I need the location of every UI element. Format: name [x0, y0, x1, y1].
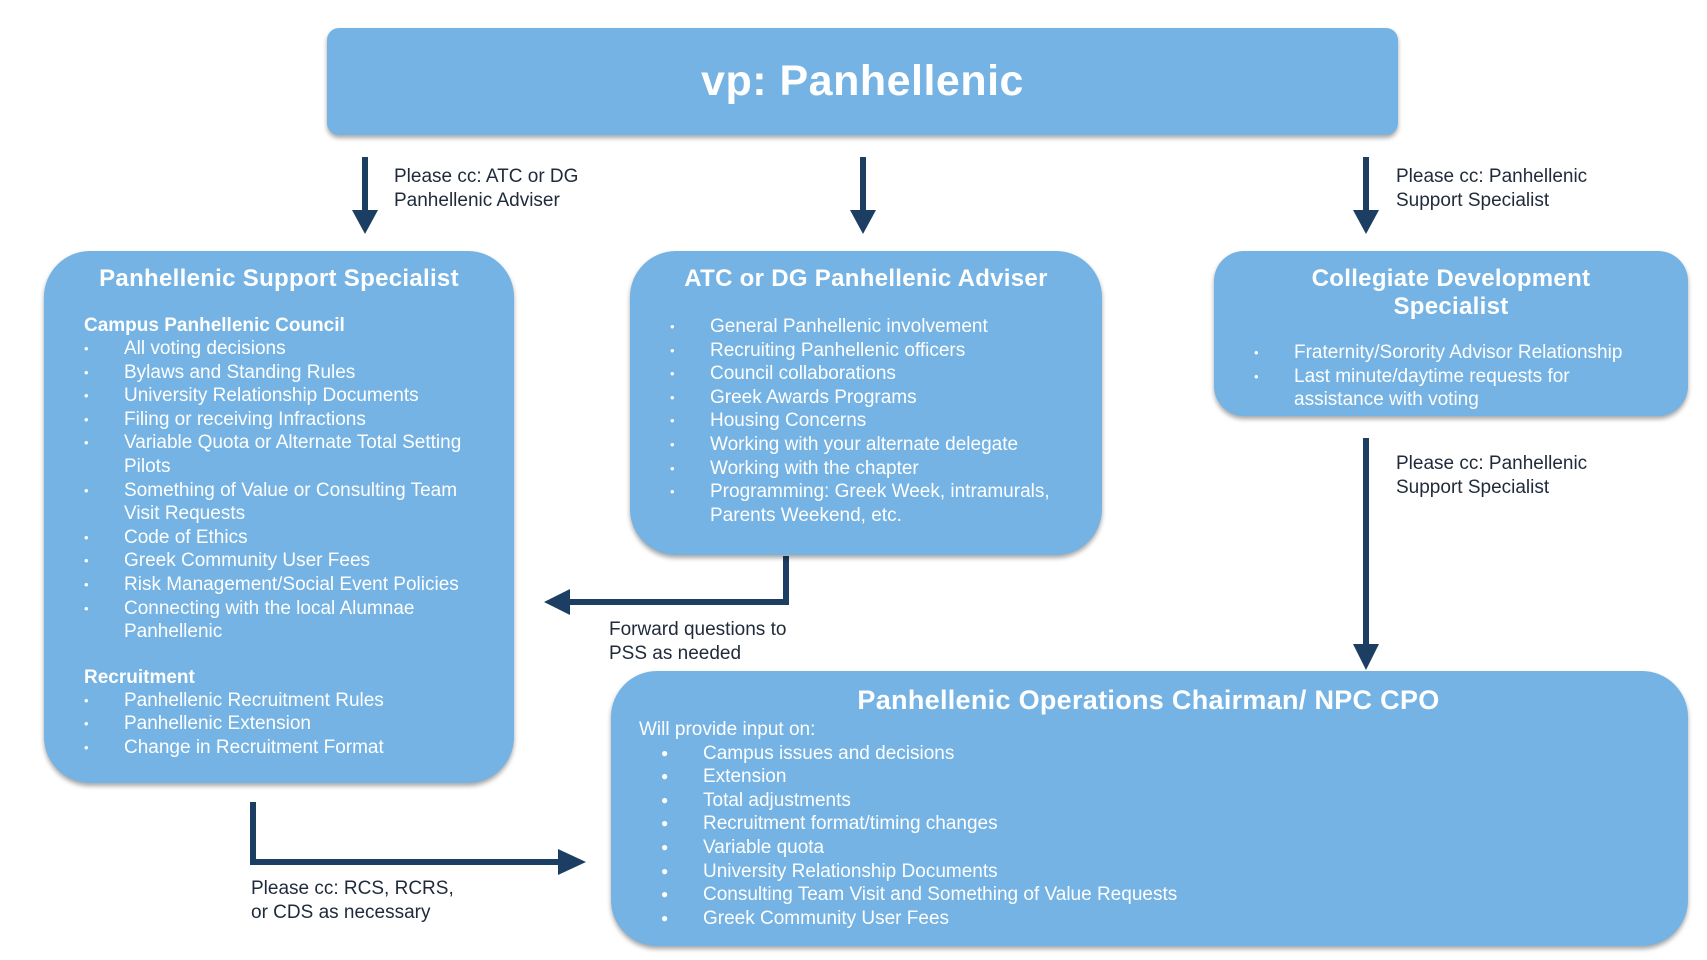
note-line: Please cc: Panhellenic: [1396, 453, 1588, 474]
note-line: or CDS as necessary: [251, 902, 431, 923]
list-item: University Relationship Documents: [84, 384, 474, 408]
list-item: Programming: Greek Week, intramurals, Pa…: [670, 480, 1062, 527]
list-item: Code of Ethics: [84, 526, 474, 550]
list-item: General Panhellenic involvement: [670, 315, 1062, 339]
list-item: All voting decisions: [84, 337, 474, 361]
note-forward: Forward questions to PSS as needed: [609, 618, 786, 666]
list-item: Total adjustments: [661, 789, 1658, 813]
ops-box: Panhellenic Operations Chairman/ NPC CPO…: [611, 671, 1688, 946]
note-line: Support Specialist: [1396, 190, 1550, 211]
ops-title: Panhellenic Operations Chairman/ NPC CPO: [857, 685, 1440, 715]
atc-list: General Panhellenic involvement Recruiti…: [670, 315, 1062, 527]
pss-section-heading: Campus Panhellenic Council: [84, 315, 345, 336]
pss-title: Panhellenic Support Specialist: [99, 265, 459, 292]
list-item: Something of Value or Consulting Team Vi…: [84, 479, 474, 526]
list-item: Recruitment format/timing changes: [661, 812, 1658, 836]
ops-intro: Will provide input on:: [639, 719, 816, 740]
list-item: Variable Quota or Alternate Total Settin…: [84, 431, 474, 478]
note-cds-cc: Please cc: Panhellenic Support Specialis…: [1396, 452, 1587, 500]
list-item: Consulting Team Visit and Something of V…: [661, 883, 1658, 907]
pss-section-heading: Recruitment: [84, 666, 195, 688]
list-item: Campus issues and decisions: [661, 742, 1658, 766]
list-item: University Relationship Documents: [661, 860, 1658, 884]
list-item: Greek Community User Fees: [84, 549, 474, 573]
list-item: Risk Management/Social Event Policies: [84, 573, 474, 597]
cds-list: Fraternity/Sorority Advisor Relationship…: [1254, 341, 1648, 412]
list-item: Working with the chapter: [670, 457, 1062, 481]
arrow-to-atc: [850, 210, 876, 234]
note-right-cc: Please cc: Panhellenic Support Specialis…: [1396, 165, 1587, 213]
arrow-pss-to-ops: [558, 849, 586, 875]
list-item: Housing Concerns: [670, 409, 1062, 433]
list-item: Greek Community User Fees: [661, 907, 1658, 931]
list-item: Greek Awards Programs: [670, 386, 1062, 410]
list-item: Variable quota: [661, 836, 1658, 860]
list-item: Filing or receiving Infractions: [84, 408, 474, 432]
note-line: Support Specialist: [1396, 477, 1550, 498]
atc-box: ATC or DG Panhellenic Adviser General Pa…: [630, 251, 1102, 555]
list-item: Bylaws and Standing Rules: [84, 361, 474, 385]
list-item: Council collaborations: [670, 362, 1062, 386]
list-item: Change in Recruitment Format: [84, 736, 474, 760]
arrow-to-cds: [1353, 210, 1379, 234]
list-item: Working with your alternate delegate: [670, 433, 1062, 457]
cds-box: Collegiate Development Specialist Frater…: [1214, 251, 1688, 416]
note-line: Please cc: Panhellenic: [1396, 166, 1588, 187]
note-line: Please cc: ATC or DG: [394, 166, 579, 187]
note-line: PSS as needed: [609, 643, 742, 664]
arrow-atc-to-pss: [544, 589, 570, 615]
cds-title: Collegiate Development Specialist: [1311, 265, 1591, 320]
list-item: Recruiting Panhellenic officers: [670, 339, 1062, 363]
note-line: Please cc: RCS, RCRS,: [251, 878, 454, 899]
note-bottom-cc: Please cc: RCS, RCRS, or CDS as necessar…: [251, 877, 454, 925]
list-item: Fraternity/Sorority Advisor Relationship: [1254, 341, 1648, 365]
vp-panhellenic-title: vp: Panhellenic: [701, 57, 1024, 105]
ops-list: Campus issues and decisions Extension To…: [639, 742, 1658, 931]
list-item: Panhellenic Recruitment Rules: [84, 689, 474, 713]
list-item: Connecting with the local Alumnae Panhel…: [84, 597, 474, 644]
arrow-cds-to-ops: [1353, 644, 1379, 670]
arrow-to-pss: [352, 210, 378, 234]
vp-panhellenic-box: vp: Panhellenic: [327, 28, 1398, 135]
note-line: Panhellenic Adviser: [394, 190, 560, 211]
list-item: Panhellenic Extension: [84, 712, 474, 736]
note-line: Forward questions to: [609, 619, 787, 640]
pss-recruitment-list: Panhellenic Recruitment Rules Panhelleni…: [84, 689, 474, 760]
atc-title: ATC or DG Panhellenic Adviser: [684, 265, 1048, 292]
list-item: Last minute/daytime requests for assista…: [1254, 365, 1648, 412]
pss-council-list: All voting decisions Bylaws and Standing…: [84, 337, 474, 644]
list-item: Extension: [661, 765, 1658, 789]
pss-box: Panhellenic Support Specialist Campus Pa…: [44, 251, 514, 783]
note-left-cc: Please cc: ATC or DG Panhellenic Adviser: [394, 165, 578, 213]
